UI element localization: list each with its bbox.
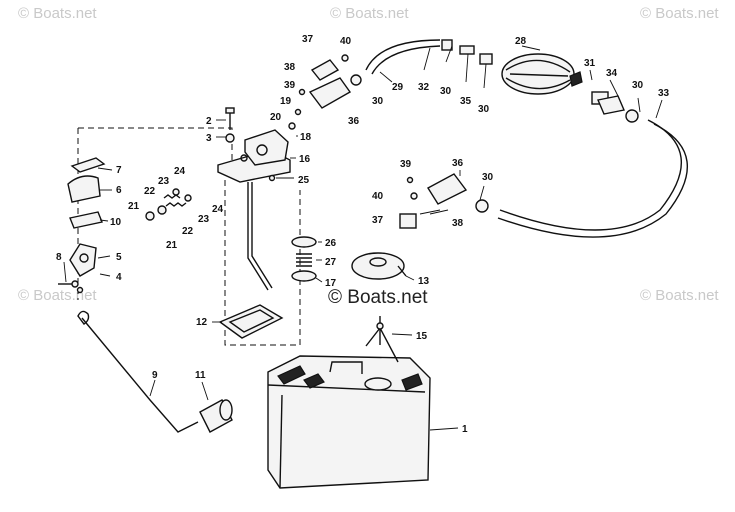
filler-cap: [351, 252, 407, 280]
callout-30d: 30: [632, 80, 644, 91]
callout-19: 19: [280, 96, 292, 107]
float: [199, 399, 233, 433]
watermark-top-left: © Boats.net: [18, 5, 97, 22]
callout-10: 10: [110, 217, 122, 228]
float-arm-bracket: [69, 243, 97, 277]
bracket-screw: [58, 280, 79, 288]
float-arm-end: [77, 310, 90, 325]
callout-34: 34: [606, 68, 618, 79]
callout-9: 9: [152, 370, 158, 381]
callout-30a: 30: [372, 96, 384, 107]
short-hose: [365, 39, 441, 71]
seal: [291, 236, 317, 248]
ball: [268, 174, 276, 182]
callout-33: 33: [658, 88, 670, 99]
vent-spring: [296, 253, 312, 267]
callout-15: 15: [416, 331, 428, 342]
callout-36a: 36: [348, 116, 360, 127]
callout-12: 12: [196, 317, 208, 328]
watermark-center: © Boats.net: [328, 287, 428, 308]
end-clamp: [625, 109, 639, 123]
callout-5: 5: [116, 252, 122, 263]
callout-4: 4: [116, 272, 122, 283]
callout-16: 16: [299, 154, 311, 165]
callout-7: 7: [116, 165, 122, 176]
callout-27: 27: [325, 257, 337, 268]
callout-32: 32: [418, 82, 430, 93]
connector: [459, 45, 493, 65]
assembly-outline-pickup: [224, 180, 301, 346]
watermark-top-center: © Boats.net: [330, 5, 409, 22]
callout-8: 8: [56, 252, 62, 263]
callout-21a: 21: [128, 201, 140, 212]
tank-cover-assembly: [217, 129, 291, 183]
callout-13: 13: [418, 276, 430, 287]
callout-1: 1: [462, 424, 468, 435]
callout-23b: 23: [198, 214, 210, 225]
fuel-hose-edge: [497, 123, 688, 238]
pickup-tube: [247, 182, 269, 291]
check-valve-parts: [145, 188, 192, 221]
small-screw: [76, 286, 84, 294]
short-hose-edge: [371, 45, 441, 75]
screw: [225, 107, 235, 130]
callout-39a: 39: [284, 80, 296, 91]
watermark-mid-left: © Boats.net: [18, 287, 97, 304]
callout-29: 29: [392, 82, 404, 93]
callout-21b: 21: [166, 240, 178, 251]
gauge-housing: [67, 175, 101, 203]
callout-24b: 24: [212, 204, 224, 215]
callout-25: 25: [298, 175, 310, 186]
callout-40b: 40: [372, 191, 384, 202]
callout-18: 18: [300, 132, 312, 143]
callout-30e: 30: [482, 172, 494, 183]
callout-30c: 30: [478, 104, 490, 115]
leader-lines: [63, 45, 663, 431]
callout-23a: 23: [158, 176, 170, 187]
fuel-hose: [499, 119, 682, 231]
callout-40a: 40: [340, 36, 352, 47]
callout-22a: 22: [144, 186, 156, 197]
watermark-top-right: © Boats.net: [640, 5, 719, 22]
fitting-top: [288, 54, 362, 130]
callout-30b: 30: [440, 86, 452, 97]
callout-39b: 39: [400, 159, 412, 170]
hose-connector: [597, 95, 625, 115]
cap-retainer: [365, 316, 399, 363]
callout-24a: 24: [174, 166, 186, 177]
callout-38a: 38: [284, 62, 296, 73]
callout-17: 17: [325, 278, 337, 289]
callout-35: 35: [460, 96, 472, 107]
float-arm: [81, 317, 199, 433]
callout-11: 11: [195, 370, 206, 381]
callout-2: 2: [206, 116, 212, 127]
gauge-lens: [70, 157, 106, 173]
gauge-bracket: [69, 211, 103, 229]
connector-assembly-right: [399, 173, 489, 229]
callout-3: 3: [206, 133, 212, 144]
pickup-tube-edge: [251, 182, 273, 289]
callout-26: 26: [325, 238, 337, 249]
washer: [225, 133, 235, 143]
primer-bulb: [501, 53, 583, 95]
callout-36b: 36: [452, 158, 464, 169]
assembly-outline-top: [78, 127, 233, 168]
callout-37a: 37: [302, 34, 314, 45]
callout-38b: 38: [452, 218, 464, 229]
vent-washer: [291, 270, 317, 282]
hose-clamp: [441, 39, 453, 51]
gasket: [218, 304, 284, 339]
watermark-mid-right: © Boats.net: [640, 287, 719, 304]
callout-22b: 22: [182, 226, 194, 237]
callout-31: 31: [584, 58, 596, 69]
callout-28: 28: [515, 36, 527, 47]
callout-6: 6: [116, 185, 122, 196]
callout-37b: 37: [372, 215, 384, 226]
callout-20: 20: [270, 112, 282, 123]
fuel-tank: [267, 355, 431, 489]
